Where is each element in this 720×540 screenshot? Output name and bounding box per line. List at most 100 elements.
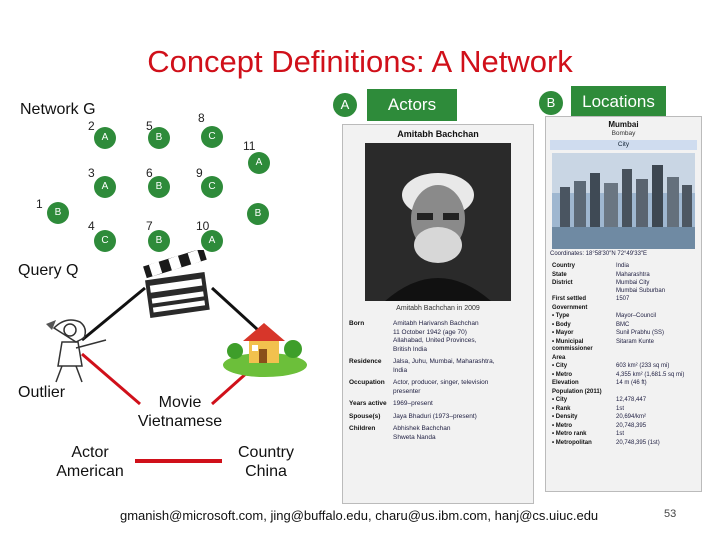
- actor-row-value: Actor, producer, singer, television pres…: [393, 379, 489, 395]
- location-row-value: 20,694/km²: [616, 414, 647, 420]
- location-row-value: Sunil Prabhu (SS): [616, 330, 665, 336]
- node-number: 10: [196, 219, 210, 233]
- network-node: A: [201, 230, 223, 252]
- location-row-key: • Municipal commissioner: [552, 338, 593, 353]
- edge-movie-country: [210, 286, 260, 332]
- legend-locations: Locations: [571, 86, 666, 117]
- node-number: 6: [146, 166, 153, 180]
- location-row-key: • Type: [552, 313, 570, 319]
- slide-title: Concept Definitions: A Network: [147, 44, 573, 79]
- clapperboard-icon: [138, 248, 216, 325]
- location-coords: Coordinates: 18°58′30″N 72°49′33″E: [550, 251, 648, 257]
- location-row-key: State: [552, 271, 567, 278]
- network-node: B: [247, 203, 269, 225]
- node-number: 3: [88, 166, 95, 180]
- actor-portrait-icon: [365, 143, 511, 301]
- edge-outlier-movie: [81, 286, 146, 342]
- location-row-value: 20,748,395 (1st): [616, 439, 660, 446]
- actor-row-value: Jaya Bhaduri (1973–present): [393, 412, 477, 420]
- location-row-key: • Metro: [552, 371, 573, 378]
- actor-row-value: 1969–present: [393, 400, 433, 407]
- actor-infobox: Amitabh Bachchan Amitabh Bachchan in 200…: [342, 124, 534, 504]
- actor-row-value: Amitabh Harivansh Bachchan 11 October 19…: [393, 320, 479, 353]
- legend-actors: Actors: [367, 89, 457, 121]
- network-label: Network G: [20, 101, 96, 118]
- location-row-value: 1st: [616, 431, 625, 437]
- skyline-icon: [552, 153, 695, 249]
- location-row-key: • Rank: [552, 405, 571, 412]
- network-node: A: [94, 127, 116, 149]
- actor-label: Actor American: [56, 444, 124, 480]
- actor-row-key: Residence: [349, 358, 382, 365]
- actor-row-key: Years active: [349, 400, 387, 407]
- network-node: A: [94, 176, 116, 198]
- location-row-key: Population (2011): [552, 388, 602, 395]
- node-number: 4: [88, 219, 95, 233]
- node-number: 2: [88, 119, 95, 133]
- location-row-key: • Metro: [552, 422, 573, 429]
- actor-photo: [365, 143, 511, 301]
- city-photo: [552, 153, 695, 249]
- legend-a-circle: A: [333, 93, 357, 117]
- actor-rows: Born Amitabh Harivansh Bachchan 11 Octobe…: [349, 320, 529, 446]
- location-row-value: BMC: [616, 321, 630, 328]
- network-node: C: [94, 230, 116, 252]
- network-node: B: [148, 127, 170, 149]
- location-row-value: Mumbai City Mumbai Suburban: [616, 280, 666, 294]
- location-row-value: Sitaram Kunte: [616, 338, 655, 345]
- actor-name: Amitabh Bachchan: [397, 129, 479, 139]
- node-number: 11: [243, 139, 256, 153]
- location-row-value: 603 km² (233 sq mi): [616, 363, 670, 369]
- edge-outlier-actor: [81, 352, 141, 406]
- location-row-value: 1507: [616, 296, 630, 302]
- location-row-value: 12,478,447: [616, 397, 647, 403]
- location-alt-name: Bombay: [611, 130, 636, 137]
- outlier-label: Outlier: [18, 384, 66, 401]
- network-node: B: [148, 230, 170, 252]
- legend-b-circle: B: [539, 91, 563, 115]
- actor-caption: Amitabh Bachchan in 2009: [396, 305, 480, 312]
- actor-row-key: Born: [349, 320, 365, 327]
- query-label: Query Q: [18, 262, 79, 279]
- node-number: 7: [146, 219, 153, 233]
- location-row-key: Area: [552, 354, 566, 361]
- actor-row-key: Children: [349, 425, 376, 432]
- location-row-key: District: [552, 280, 573, 286]
- house-icon: [223, 315, 307, 382]
- location-row-value: 14 m (46 ft): [616, 380, 647, 386]
- location-row-key: • City: [552, 397, 568, 403]
- location-row-key: • Metro rank: [552, 431, 587, 437]
- country-label: Country China: [237, 444, 295, 480]
- movie-label: Movie Vietnamese: [137, 394, 223, 430]
- actor-row-key: Spouse(s): [349, 412, 381, 420]
- location-row-key: Government: [552, 304, 588, 311]
- location-row-value: India: [616, 263, 630, 269]
- network-node: C: [201, 176, 223, 198]
- page-number: 53: [664, 508, 677, 520]
- location-row-key: • City: [552, 363, 568, 369]
- location-row-key: Elevation: [552, 380, 579, 386]
- location-row-key: • Body: [552, 321, 571, 328]
- location-type: City: [550, 140, 697, 150]
- footer-emails: gmanish@microsoft.com, jing@buffalo.edu,…: [120, 508, 599, 523]
- node-number: 9: [196, 166, 203, 180]
- network-node: B: [148, 176, 170, 198]
- network-node: A: [248, 152, 270, 174]
- actor-row-value: Abhishek Bachchan Shweta Nanda: [393, 425, 451, 441]
- node-number: 8: [198, 111, 205, 125]
- actor-row-value: Jalsa, Juhu, Mumbai, Maharashtra, India: [393, 358, 495, 374]
- location-row-key: First settled: [552, 296, 587, 302]
- location-row-value: Mayor–Council: [616, 313, 657, 319]
- actor-row-key: Occupation: [349, 379, 385, 386]
- location-infobox: Mumbai Bombay City Coordinates: 18°58′30…: [545, 116, 702, 492]
- network-node: B: [47, 202, 69, 224]
- location-row-key: • Density: [552, 414, 578, 420]
- location-row-key: • Mayor: [552, 330, 574, 336]
- knight-icon: [36, 308, 116, 393]
- location-name: Mumbai: [608, 120, 639, 129]
- location-row-value: 4,355 km² (1,681.5 sq mi): [616, 371, 685, 378]
- location-row-key: • Metropolitan: [552, 439, 592, 446]
- node-number: 5: [146, 119, 153, 133]
